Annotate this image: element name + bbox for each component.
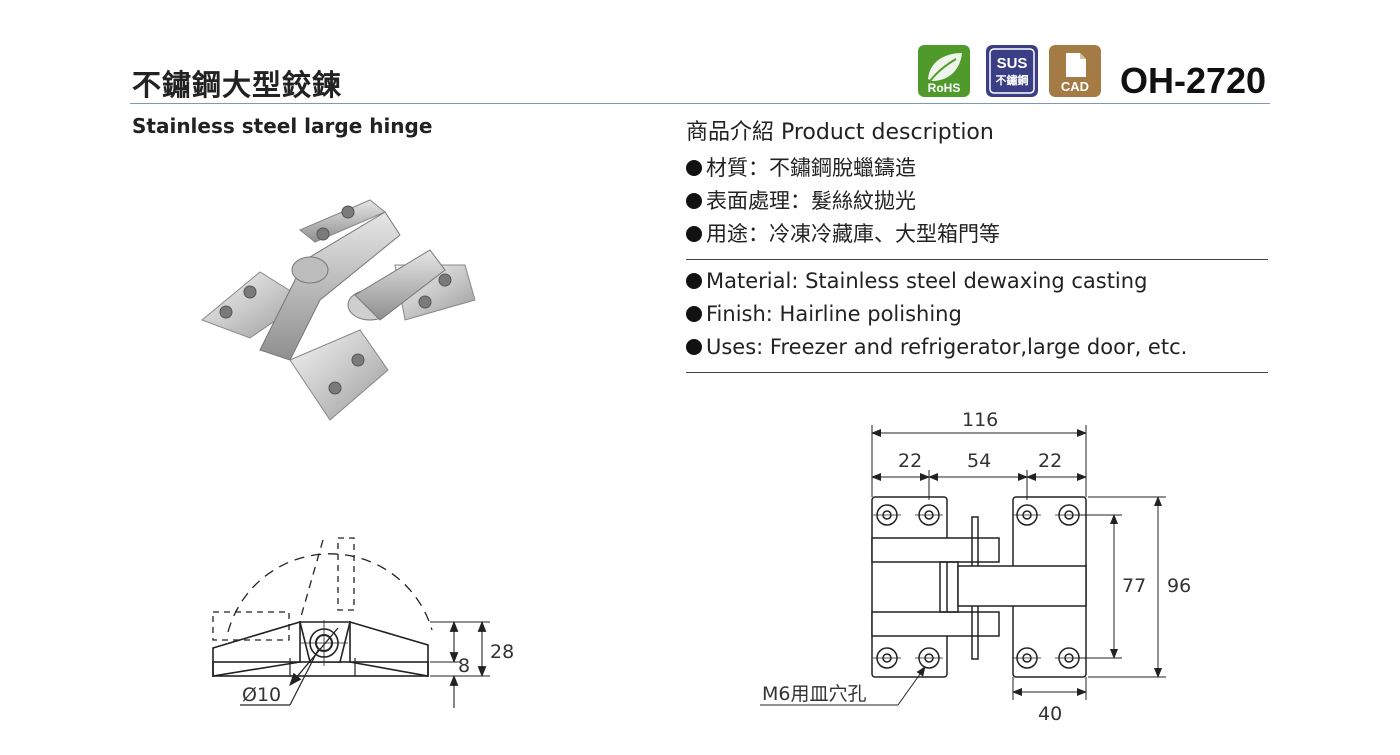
description-list-en: Material: Stainless steel dewaxing casti… bbox=[686, 265, 1187, 364]
cad-label: CAD bbox=[1061, 79, 1089, 94]
dim-22-left-label: 22 bbox=[898, 450, 922, 472]
dim-54-label: 54 bbox=[967, 450, 991, 472]
dim-77-label: 77 bbox=[1122, 575, 1146, 597]
hole-note-label: M6用皿穴孔 bbox=[762, 683, 866, 705]
cad-badge: CAD bbox=[1049, 45, 1101, 97]
dim-8-label: 8 bbox=[458, 655, 470, 677]
list-item: Material: Stainless steel dewaxing casti… bbox=[686, 265, 1187, 298]
list-item: 材質：不鏽鋼脫蠟鑄造 bbox=[686, 152, 1000, 185]
list-item: Finish: Hairline polishing bbox=[686, 298, 1187, 331]
side-view-drawing bbox=[212, 537, 490, 708]
description-heading: 商品介紹 Product description bbox=[686, 120, 994, 145]
bullet-icon bbox=[686, 339, 702, 355]
dim-96-label: 96 bbox=[1167, 575, 1191, 597]
bullet-icon bbox=[686, 160, 702, 176]
sus-label-bottom: 不鏽鋼 bbox=[996, 73, 1029, 87]
divider bbox=[686, 372, 1268, 373]
page-title-zh: 不鏽鋼大型鉸鍊 bbox=[132, 68, 343, 102]
diameter-label: Ø10 bbox=[242, 684, 281, 706]
sus-label-top: SUS bbox=[997, 55, 1028, 72]
dim-40-label: 40 bbox=[1038, 703, 1062, 725]
description-list-zh: 材質：不鏽鋼脫蠟鑄造 表面處理：髮絲紋拋光 用途：冷凍冷藏庫、大型箱門等 bbox=[686, 152, 1000, 251]
header-divider bbox=[130, 103, 1270, 104]
sus-badge: SUS 不鏽鋼 bbox=[986, 45, 1038, 97]
divider bbox=[686, 259, 1268, 260]
dim-28-label: 28 bbox=[490, 641, 514, 663]
bullet-icon bbox=[686, 193, 702, 209]
dim-22-right-label: 22 bbox=[1038, 450, 1062, 472]
list-item: 用途：冷凍冷藏庫、大型箱門等 bbox=[686, 218, 1000, 251]
model-number: OH-2720 bbox=[1120, 60, 1267, 101]
bullet-icon bbox=[686, 273, 702, 289]
list-item: 表面處理：髮絲紋拋光 bbox=[686, 185, 1000, 218]
product-photo bbox=[201, 199, 476, 421]
rohs-badge: RoHS bbox=[918, 45, 970, 97]
page-title-en: Stainless steel large hinge bbox=[132, 114, 433, 138]
bullet-icon bbox=[686, 306, 702, 322]
bullet-icon bbox=[686, 226, 702, 242]
dim-116-label: 116 bbox=[962, 409, 998, 431]
front-view-drawing bbox=[760, 425, 1166, 706]
list-item: Uses: Freezer and refrigerator,large doo… bbox=[686, 331, 1187, 364]
rohs-label: RoHS bbox=[928, 81, 961, 95]
